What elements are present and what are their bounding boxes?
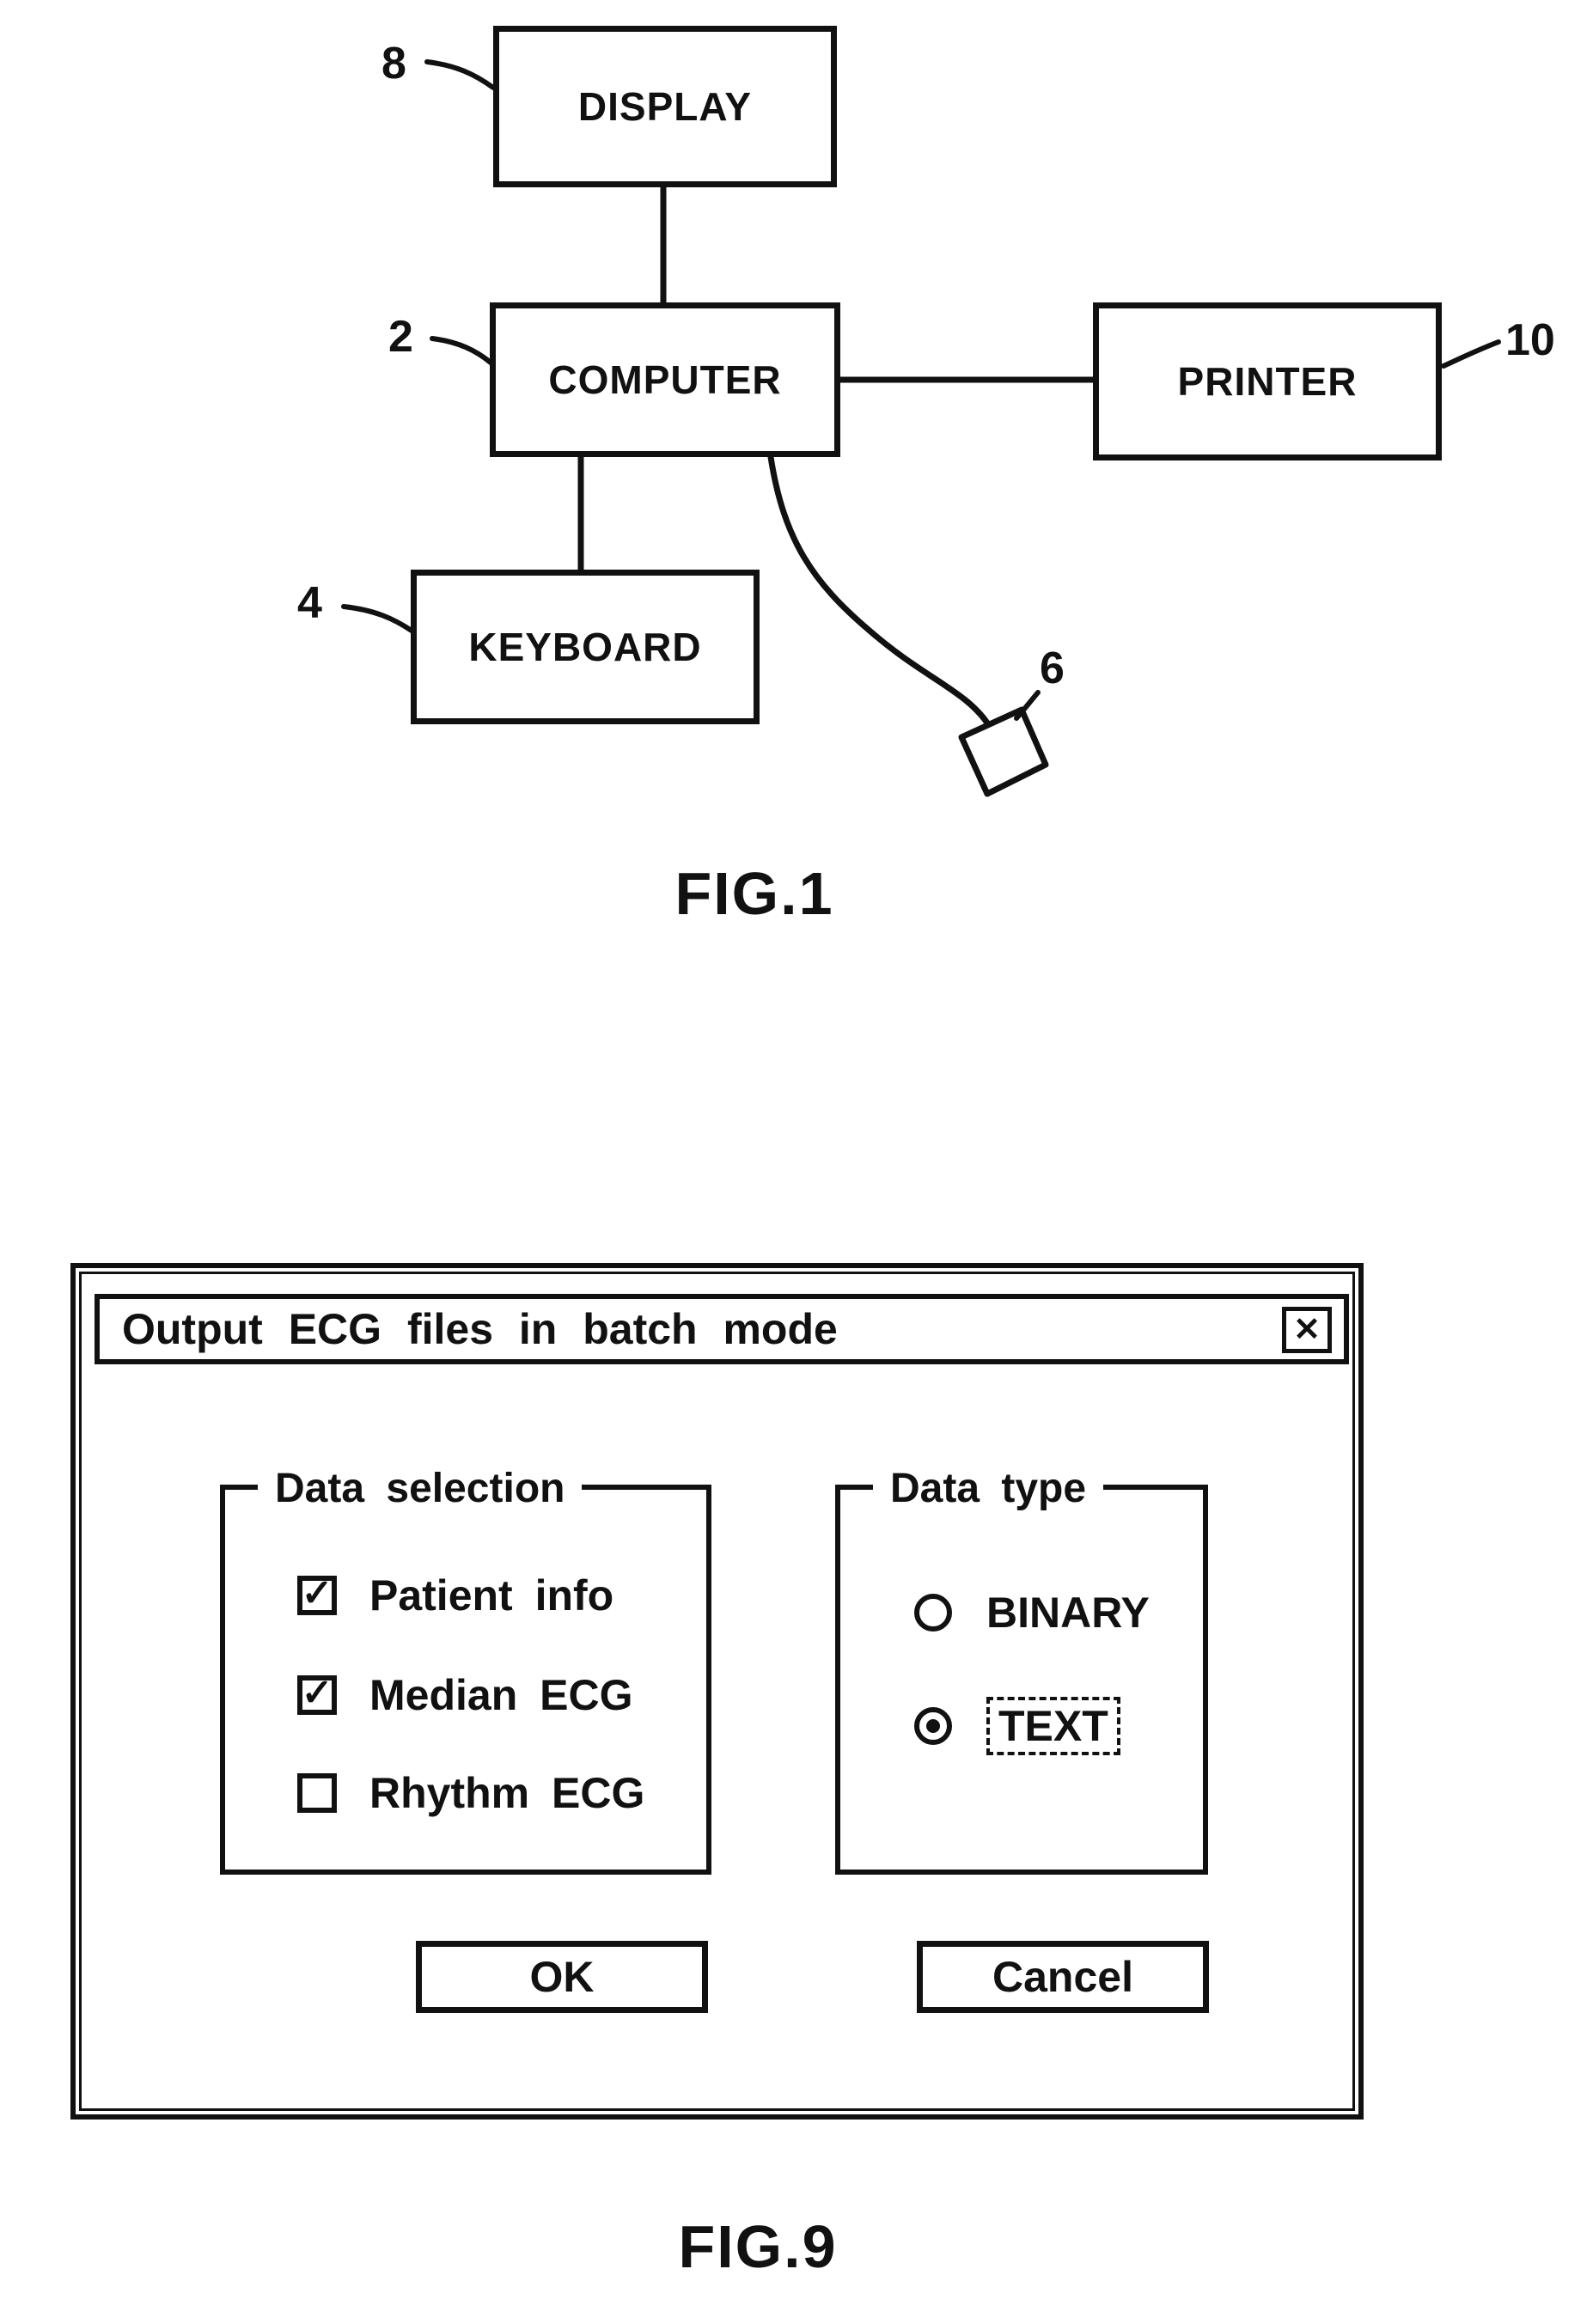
computer-box-label: COMPUTER [548, 357, 782, 402]
ref-label-4: 4 [297, 578, 322, 628]
ref4-leader-line [341, 604, 414, 633]
keyboard-box: KEYBOARD [411, 570, 760, 724]
computer-mouse-cable [767, 454, 993, 730]
ref-label-10: 10 [1505, 315, 1555, 365]
cancel-button[interactable]: Cancel [917, 1941, 1209, 2013]
ref-label-2: 2 [388, 312, 413, 362]
ref10-leader-line [1441, 339, 1501, 369]
rhythm-ecg-row[interactable]: Rhythm ECG [297, 1769, 645, 1817]
text-label: TEXT [986, 1697, 1120, 1755]
fig1-caption: FIG.1 [674, 860, 834, 927]
ref6-leader-line [1014, 690, 1041, 721]
keyboard-box-label: KEYBOARD [468, 625, 702, 669]
rhythm-ecg-checkbox[interactable] [297, 1773, 337, 1813]
patient-info-row[interactable]: ✓ Patient info [297, 1571, 614, 1619]
data-selection-group: Data selection ✓ Patient info ✓ Median E… [220, 1463, 711, 1875]
ref2-leader-line [430, 336, 493, 365]
check-icon: ✓ [301, 1672, 333, 1714]
printer-box: PRINTER [1093, 302, 1442, 461]
check-icon: ✓ [301, 1572, 333, 1614]
output-ecg-dialog: Output ECG files in batch mode ✕ Data se… [70, 1263, 1364, 2120]
fig1-connector-lines [341, 59, 1501, 797]
close-icon: ✕ [1293, 1312, 1321, 1348]
ref-label-6: 6 [1040, 644, 1065, 693]
patient-info-label: Patient info [369, 1571, 614, 1619]
data-type-group: Data type BINARY TEXT [835, 1463, 1208, 1875]
patient-info-checkbox[interactable]: ✓ [297, 1572, 337, 1615]
rhythm-ecg-label: Rhythm ECG [369, 1769, 645, 1817]
text-radio[interactable] [914, 1707, 952, 1745]
dialog-title: Output ECG files in batch mode [122, 1305, 838, 1353]
display-box-label: DISPLAY [577, 84, 753, 129]
binary-label: BINARY [986, 1589, 1150, 1637]
binary-radio-row[interactable]: BINARY [914, 1589, 1150, 1637]
computer-box: COMPUTER [490, 302, 840, 457]
data-selection-legend: Data selection [258, 1463, 583, 1515]
close-button[interactable]: ✕ [1282, 1307, 1332, 1353]
mouse-shape [958, 706, 1049, 797]
text-radio-row[interactable]: TEXT [914, 1697, 1120, 1755]
dialog-titlebar: Output ECG files in batch mode ✕ [95, 1294, 1349, 1364]
median-ecg-checkbox[interactable]: ✓ [297, 1672, 337, 1715]
fig9-caption: FIG.9 [678, 2213, 838, 2280]
binary-radio[interactable] [914, 1594, 952, 1632]
ref8-leader-line [424, 59, 496, 90]
display-box: DISPLAY [493, 26, 837, 187]
printer-box-label: PRINTER [1177, 359, 1358, 404]
ref-label-8: 8 [381, 39, 406, 88]
median-ecg-row[interactable]: ✓ Median ECG [297, 1671, 633, 1719]
median-ecg-label: Median ECG [369, 1671, 633, 1719]
data-type-legend: Data type [873, 1463, 1104, 1515]
ok-button[interactable]: OK [416, 1941, 708, 2013]
